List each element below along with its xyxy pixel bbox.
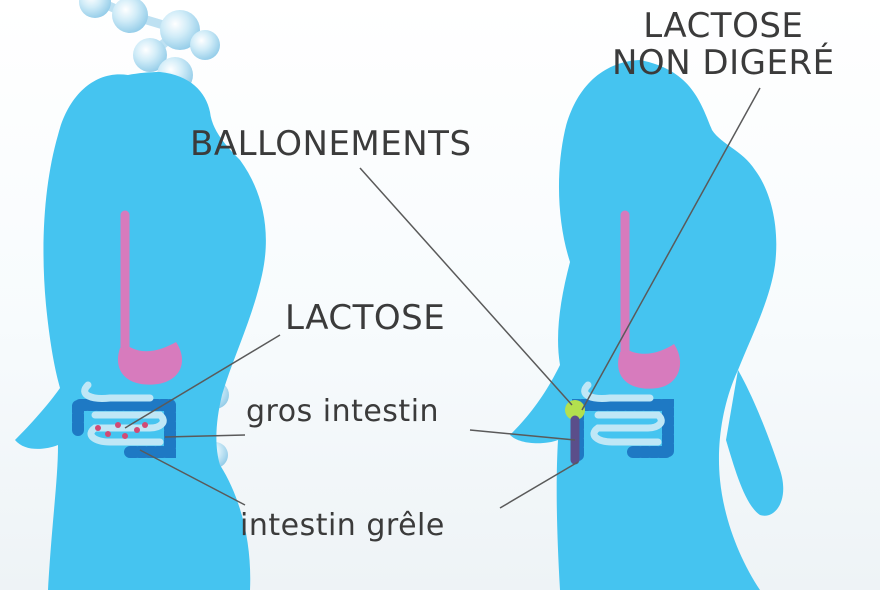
label-gros-intestin: gros intestin [246,394,439,429]
label-lactose-non-digere-line1: LACTOSE [612,8,835,45]
label-ballonements: BALLONEMENTS [190,124,472,164]
label-intestin-grele: intestin grêle [240,508,445,543]
label-lactose-non-digere-line2: NON DIGERÉ [612,45,835,82]
right-arm [726,370,783,516]
woman-silhouette-right [510,60,776,590]
label-lactose-non-digere: LACTOSE NON DIGERÉ [612,8,835,82]
label-lactose: LACTOSE [285,298,445,338]
